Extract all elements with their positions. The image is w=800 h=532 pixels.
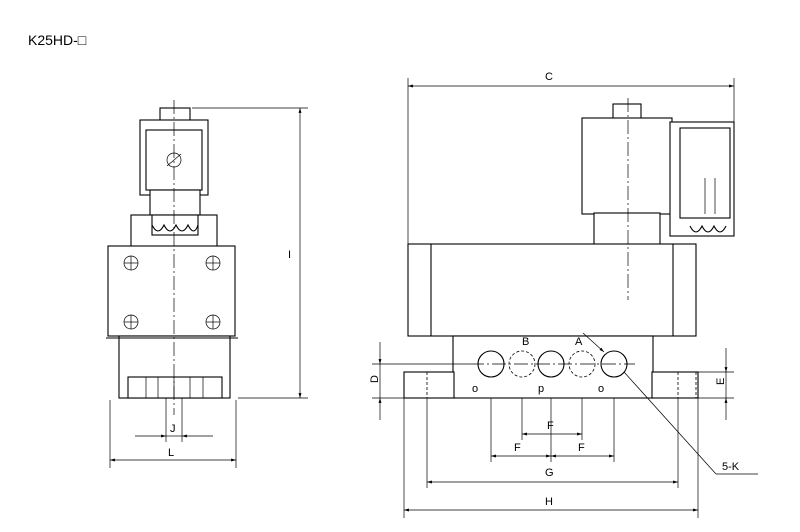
dim-label-L: L: [168, 447, 174, 459]
dim-label-F-left: F: [514, 442, 521, 454]
dim-label-H: H: [545, 496, 553, 508]
dim-label-G: G: [545, 467, 554, 479]
mounting-screw-icon: [123, 255, 221, 330]
dim-label-I: I: [288, 249, 291, 261]
port-label-O2: o: [598, 383, 604, 395]
port-label-O1: o: [472, 383, 478, 395]
dim-label-F-right: F: [578, 442, 585, 454]
port-holes: [470, 350, 635, 378]
port-label-P: p: [538, 383, 544, 395]
side-view: J L I: [106, 100, 308, 468]
drawing-title: K25HD-□: [28, 32, 87, 48]
dim-label-C: C: [545, 71, 553, 83]
dim-label-E: E: [715, 378, 727, 385]
dim-label-K: 5-K: [722, 461, 740, 473]
port-label-B: B: [522, 336, 529, 348]
dim-label-D: D: [369, 375, 381, 383]
front-view: B A o p o C D E F F F: [369, 71, 758, 518]
port-label-A: A: [575, 336, 583, 348]
dim-label-J: J: [170, 423, 176, 435]
dim-label-F-upper: F: [547, 420, 554, 432]
